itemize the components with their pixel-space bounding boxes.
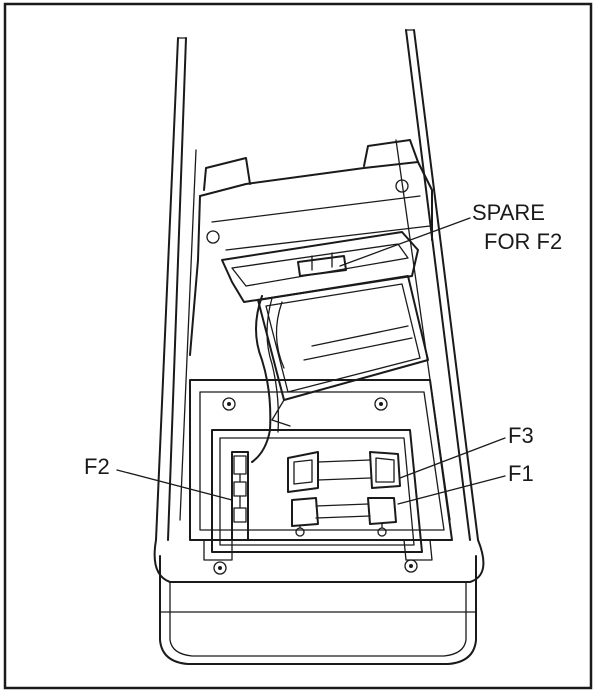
label-spare-line1: SPARE [472,200,545,225]
screw-icon [222,397,236,411]
screw-icon [404,559,418,573]
label-f2: F2 [84,454,110,479]
spare-fuse-holder [221,231,429,463]
label-f1: F1 [508,461,534,486]
fuse-compartment [203,429,433,561]
housing [155,29,479,541]
leader-f3 [399,437,506,479]
base-bezel [153,539,485,665]
screw-icon [213,561,227,575]
diagram-border [3,2,593,690]
fuse-f2 [231,451,249,541]
leader-f2 [116,469,233,501]
leader-f1 [397,475,506,505]
panel-plate [189,379,453,575]
fuse-f3 [287,451,401,493]
label-f3: F3 [508,423,534,448]
label-spare-line2: FOR F2 [484,229,562,254]
hinge-assembly [189,139,433,356]
screw-icon [374,397,388,411]
leader-lines [116,217,506,505]
leader-spare [339,217,471,267]
fuse-f1 [291,497,397,537]
